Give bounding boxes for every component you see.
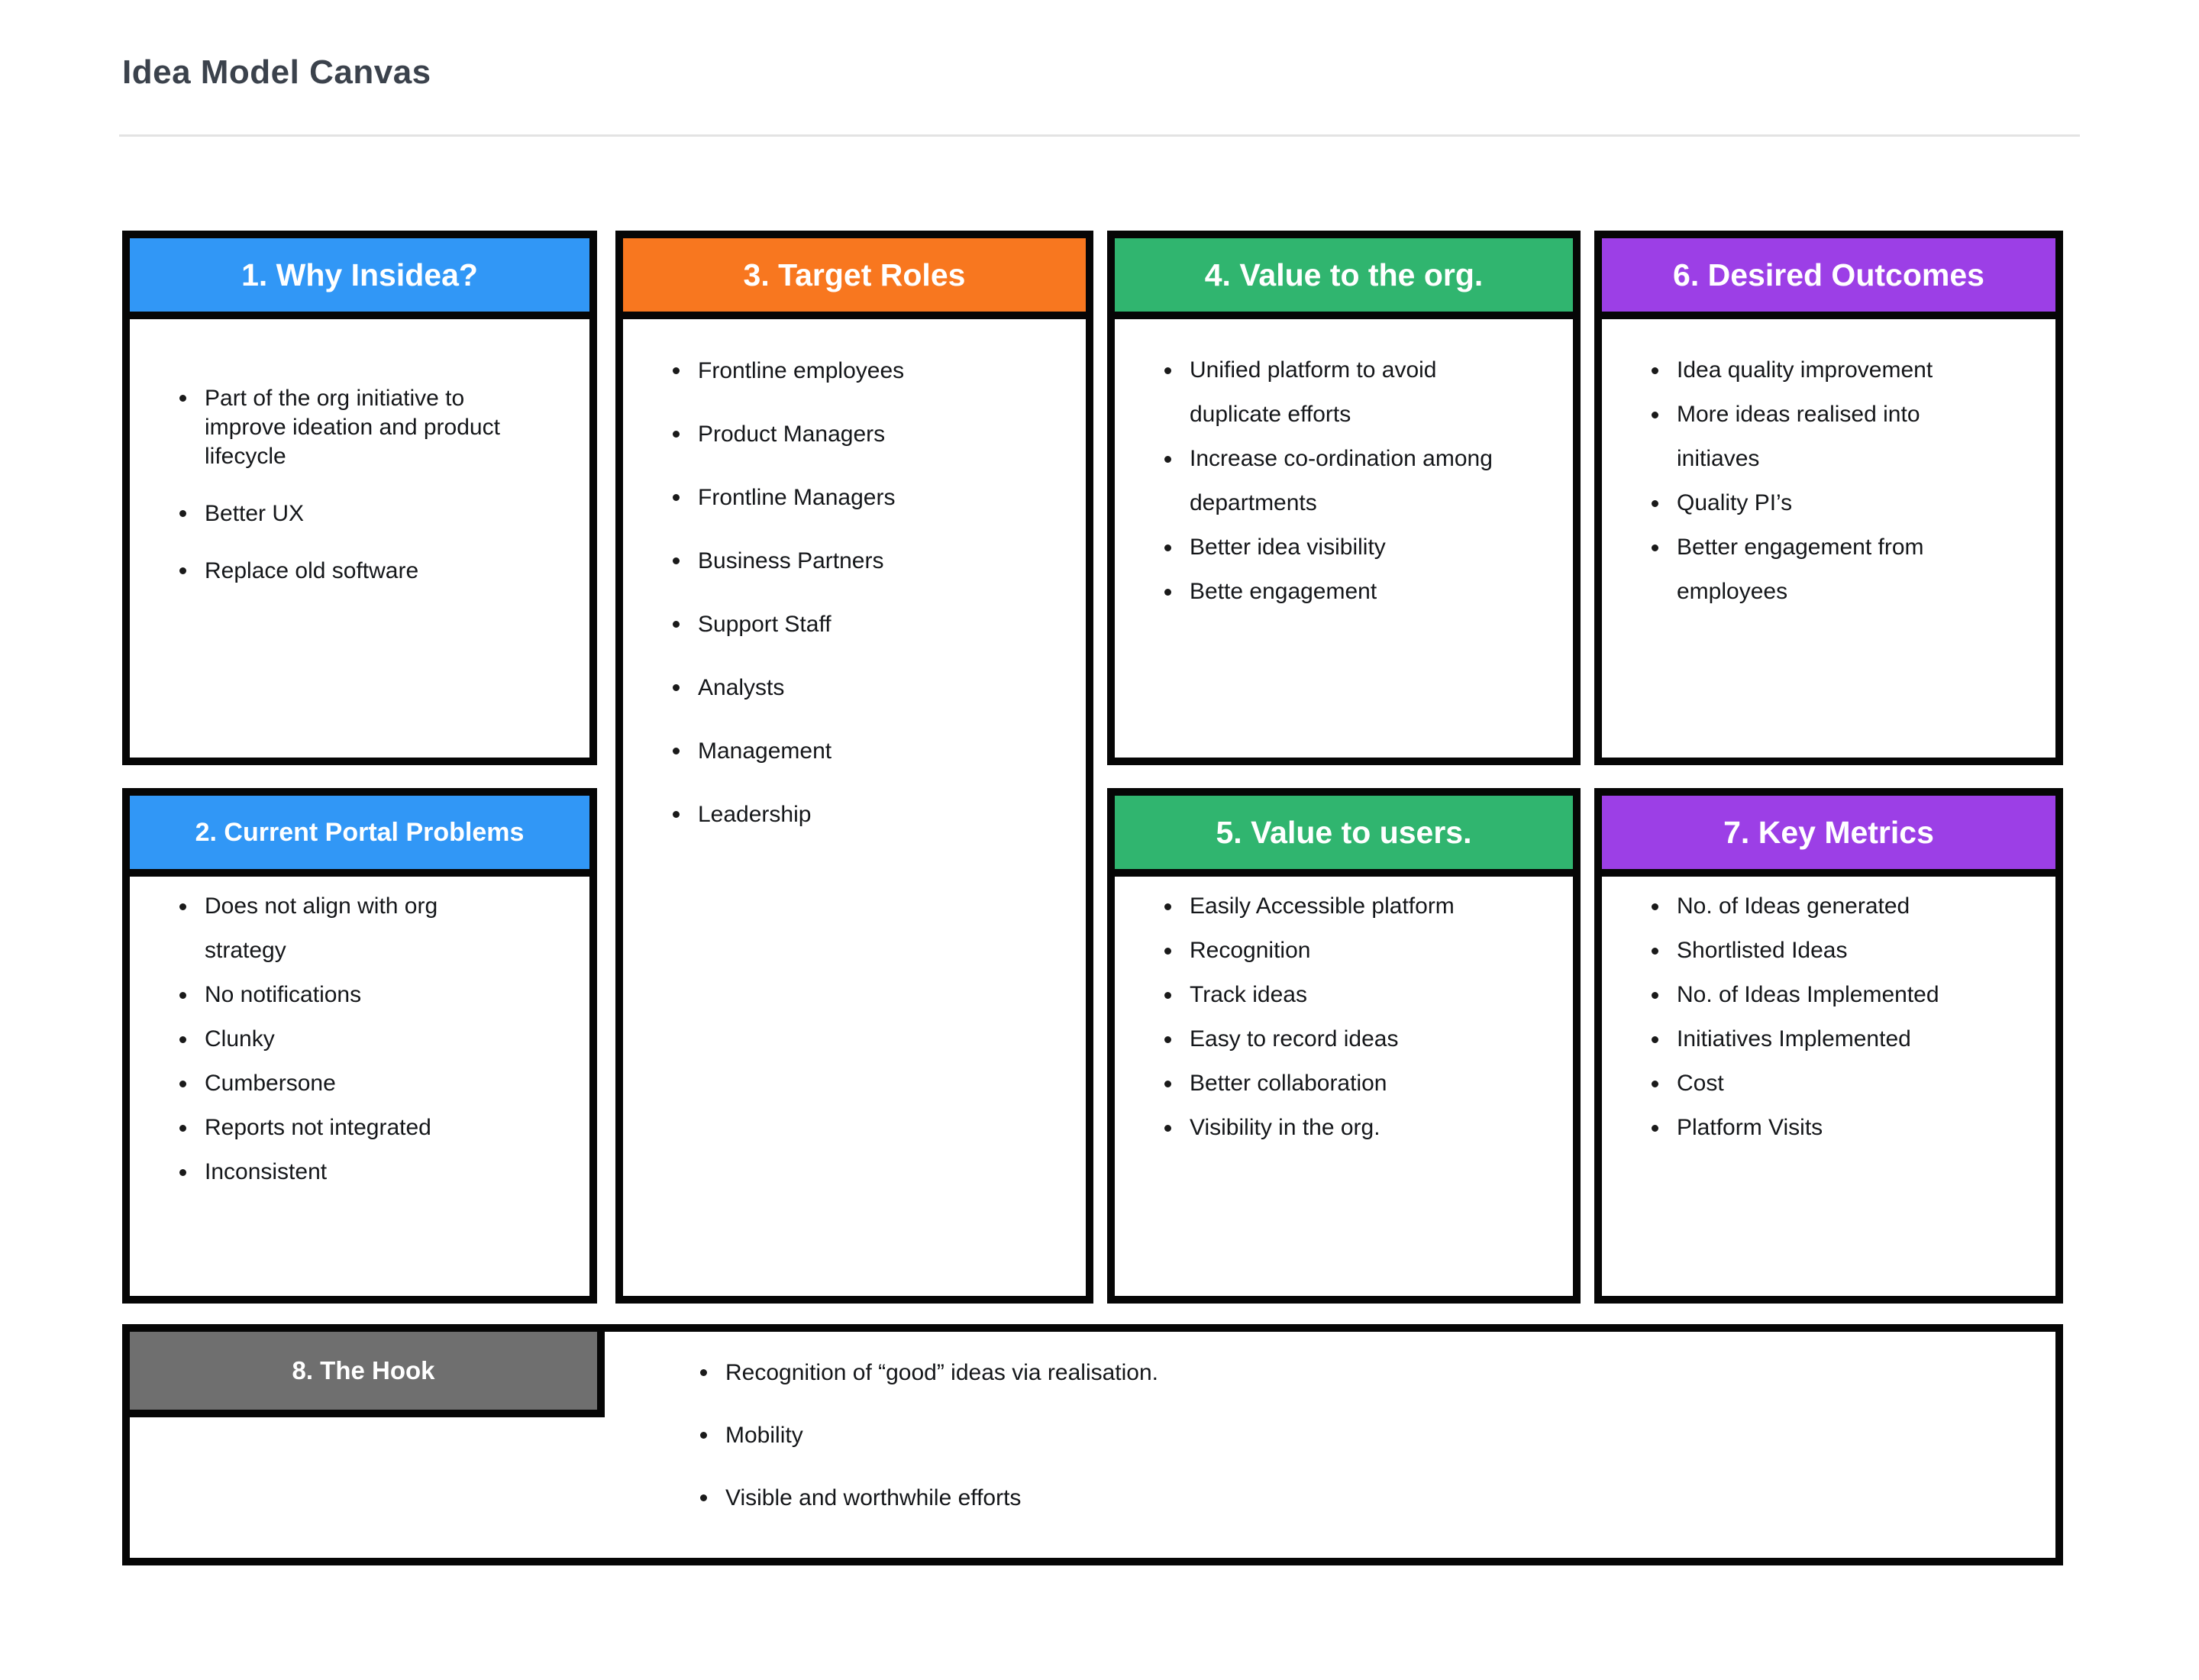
list-item: Easily Accessible platform xyxy=(1164,884,1495,929)
box-2-header-label: 2. Current Portal Problems xyxy=(195,817,525,847)
list-item: No notifications xyxy=(179,973,510,1017)
box-5-header: 5. Value to users. xyxy=(1115,796,1573,877)
box-4-list: Unified platform to avoid duplicate effo… xyxy=(1115,319,1573,614)
box-8-list: Recognition of “good” ideas via realisat… xyxy=(700,1358,1158,1546)
list-item: Product Managers xyxy=(673,419,1003,450)
list-item: Quality PI’s xyxy=(1652,481,1982,525)
box-5-value-to-users: 5. Value to users. Easily Accessible pla… xyxy=(1107,788,1581,1304)
list-item: Shortlisted Ideas xyxy=(1652,929,1982,973)
list-item: Better idea visibility xyxy=(1164,525,1495,570)
list-item: No. of Ideas generated xyxy=(1652,884,1982,929)
box-8-header-label: 8. The Hook xyxy=(292,1356,435,1384)
list-item: Cumbersone xyxy=(179,1061,510,1106)
list-item: Cost xyxy=(1652,1061,1982,1106)
list-item: Bette engagement xyxy=(1164,570,1495,614)
box-7-key-metrics: 7. Key Metrics No. of Ideas generated Sh… xyxy=(1594,788,2063,1304)
list-item: Leadership xyxy=(673,800,1003,830)
box-2-current-portal-problems: 2. Current Portal Problems Does not alig… xyxy=(122,788,597,1304)
title-divider xyxy=(119,134,2080,137)
box-3-target-roles: 3. Target Roles Frontline employees Prod… xyxy=(615,231,1093,1304)
list-item: Clunky xyxy=(179,1017,510,1061)
list-item: Track ideas xyxy=(1164,973,1495,1017)
box-1-why-insidea: 1. Why Insidea? Part of the org initiati… xyxy=(122,231,597,765)
list-item: Better collaboration xyxy=(1164,1061,1495,1106)
box-3-header-label: 3. Target Roles xyxy=(743,257,966,292)
list-item: Easy to record ideas xyxy=(1164,1017,1495,1061)
box-7-header-label: 7. Key Metrics xyxy=(1723,814,1934,850)
box-6-desired-outcomes: 6. Desired Outcomes Idea quality improve… xyxy=(1594,231,2063,765)
list-item: Visible and worthwhile efforts xyxy=(700,1483,1158,1514)
list-item: Does not align with org strategy xyxy=(179,884,510,973)
list-item: Frontline Managers xyxy=(673,483,1003,513)
box-3-list: Frontline employees Product Managers Fro… xyxy=(623,319,1086,830)
box-4-value-to-org: 4. Value to the org. Unified platform to… xyxy=(1107,231,1581,765)
box-6-header: 6. Desired Outcomes xyxy=(1602,238,2055,319)
page-title: Idea Model Canvas xyxy=(122,53,431,91)
list-item: Unified platform to avoid duplicate effo… xyxy=(1164,348,1495,437)
list-item: Visibility in the org. xyxy=(1164,1106,1495,1150)
list-item: Mobility xyxy=(700,1420,1158,1451)
box-5-list: Easily Accessible platform Recognition T… xyxy=(1115,877,1573,1150)
list-item: Reports not integrated xyxy=(179,1106,510,1150)
list-item: Recognition of “good” ideas via realisat… xyxy=(700,1358,1158,1388)
box-4-header: 4. Value to the org. xyxy=(1115,238,1573,319)
list-item: More ideas realised into initiaves xyxy=(1652,393,1982,481)
box-6-list: Idea quality improvement More ideas real… xyxy=(1602,319,2055,614)
list-item: Initiatives Implemented xyxy=(1652,1017,1982,1061)
box-4-header-label: 4. Value to the org. xyxy=(1204,257,1484,292)
box-1-list: Part of the org initiative to improve id… xyxy=(130,319,589,586)
box-6-header-label: 6. Desired Outcomes xyxy=(1673,257,1984,292)
list-item: Better engagement from employees xyxy=(1652,525,1982,614)
box-1-header: 1. Why Insidea? xyxy=(130,238,589,319)
list-item: Idea quality improvement xyxy=(1652,348,1982,393)
list-item: Frontline employees xyxy=(673,356,1003,386)
list-item: Management xyxy=(673,736,1003,767)
box-5-header-label: 5. Value to users. xyxy=(1216,814,1472,850)
box-8-header: 8. The Hook xyxy=(130,1332,605,1417)
box-7-list: No. of Ideas generated Shortlisted Ideas… xyxy=(1602,877,2055,1150)
list-item: Analysts xyxy=(673,673,1003,703)
list-item: Part of the org initiative to improve id… xyxy=(179,384,510,471)
box-1-header-label: 1. Why Insidea? xyxy=(241,257,478,292)
list-item: Support Staff xyxy=(673,609,1003,640)
box-2-list: Does not align with org strategy No noti… xyxy=(130,877,589,1194)
list-item: Replace old software xyxy=(179,557,510,586)
list-item: Platform Visits xyxy=(1652,1106,1982,1150)
box-3-header: 3. Target Roles xyxy=(623,238,1086,319)
list-item: No. of Ideas Implemented xyxy=(1652,973,1982,1017)
list-item: Better UX xyxy=(179,499,510,528)
list-item: Increase co-ordination among departments xyxy=(1164,437,1495,525)
box-7-header: 7. Key Metrics xyxy=(1602,796,2055,877)
box-2-header: 2. Current Portal Problems xyxy=(130,796,589,877)
box-8-the-hook: 8. The Hook Recognition of “good” ideas … xyxy=(122,1324,2063,1565)
list-item: Business Partners xyxy=(673,546,1003,577)
list-item: Recognition xyxy=(1164,929,1495,973)
list-item: Inconsistent xyxy=(179,1150,510,1194)
